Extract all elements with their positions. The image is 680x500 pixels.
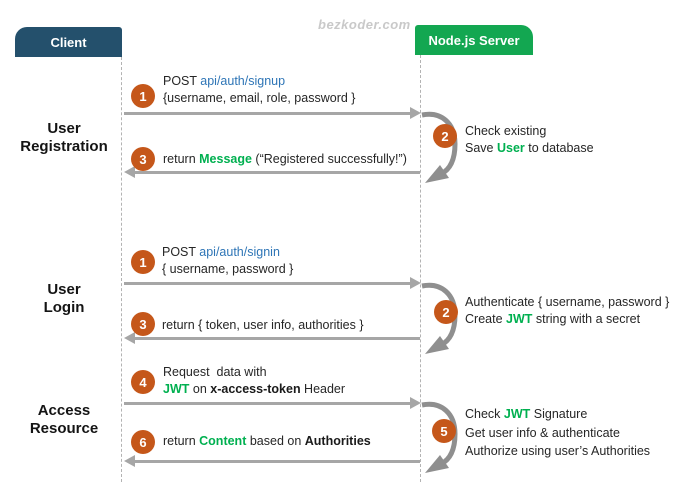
keyword-jwt: JWT (503, 407, 531, 421)
text-fragment: on (189, 382, 211, 396)
registration-server-action: Check existing Save User to database (465, 123, 594, 157)
login-request-message: POST api/auth/signin { username, passwor… (162, 244, 293, 278)
text-fragment: return (163, 434, 200, 448)
flow-label-access-resource: Access Resource (6, 402, 122, 438)
flow-label-line2: Login (43, 299, 85, 316)
flow-label-line1: User (47, 120, 81, 137)
message-line: POST api/auth/signup (163, 73, 355, 90)
client-lifeline (121, 57, 122, 482)
text-fragment: return (163, 152, 200, 166)
registration-server-loop-arrow (421, 111, 458, 183)
server-action-line: Check existing (465, 124, 547, 138)
server-action-line: Save User to database (465, 140, 594, 157)
http-method: POST (162, 245, 200, 259)
text-fragment: string with a secret (532, 312, 641, 326)
registration-request-arrow (124, 107, 421, 119)
endpoint-link: api/auth/signin (199, 245, 280, 259)
access-response-arrow (124, 455, 420, 467)
text-fragment: Create (465, 312, 506, 326)
actor-client: Client (15, 27, 122, 57)
registration-response-message: return Message (“Registered successfully… (163, 151, 407, 168)
registration-step-3-badge: 3 (131, 147, 155, 171)
login-step-2-badge: 2 (434, 300, 458, 324)
keyword-jwt: JWT (506, 312, 533, 326)
text-fragment: Save (465, 141, 497, 155)
registration-step-1-badge: 1 (131, 84, 155, 108)
endpoint-link: api/auth/signup (200, 74, 286, 88)
registration-request-message: POST api/auth/signup {username, email, r… (163, 73, 355, 107)
login-request-arrow (124, 277, 421, 289)
login-response-message: return { token, user info, authorities } (162, 317, 364, 334)
actor-server: Node.js Server (415, 25, 533, 55)
login-step-1-badge: 1 (131, 250, 155, 274)
message-line: JWT on x-access-token Header (163, 381, 345, 398)
flow-label-user-registration: User Registration (6, 120, 122, 156)
server-lifeline (420, 55, 421, 482)
actor-client-label: Client (50, 34, 87, 50)
server-action-line: Create JWT string with a secret (465, 311, 669, 328)
flow-label-line2: Registration (20, 138, 108, 155)
access-step-4-badge: 4 (131, 370, 155, 394)
keyword-message: Message (199, 152, 252, 166)
text-fragment: Check (465, 407, 504, 421)
server-action-line: Authorize using user’s Authorities (465, 444, 651, 458)
flow-label-user-login: User Login (6, 281, 122, 317)
text-fragment: Signature (530, 407, 588, 421)
request-payload: { username, password } (162, 262, 294, 276)
message-line: return Message (“Registered successfully… (163, 151, 407, 168)
access-request-message: Request data with JWT on x-access-token … (163, 364, 345, 398)
login-response-arrow (124, 332, 420, 344)
server-action-line: Authenticate { username, password } (465, 295, 670, 309)
registration-response-arrow (124, 166, 420, 178)
actor-server-label: Node.js Server (428, 32, 520, 48)
keyword-authorities: Authorities (304, 434, 371, 448)
access-request-arrow (124, 397, 421, 409)
request-payload: {username, email, role, password } (163, 91, 356, 105)
keyword-jwt: JWT (163, 382, 190, 396)
flow-label-line1: User (47, 281, 81, 298)
server-action-line: Get user info & authenticate (465, 425, 620, 440)
text-fragment: to database (524, 141, 594, 155)
flow-label-line2: Resource (29, 420, 99, 437)
keyword-user: User (496, 141, 525, 155)
login-server-action: Authenticate { username, password } Crea… (465, 294, 669, 328)
watermark: bezkoder.com (318, 17, 411, 32)
text-fragment: Header (300, 382, 346, 396)
flow-label-line1: Access (37, 402, 91, 419)
keyword-content: Content (199, 434, 247, 448)
access-response-message: return Content based on Authorities (163, 433, 371, 450)
text-fragment: based on (246, 434, 305, 448)
message-line: POST api/auth/signin (162, 244, 293, 261)
header-name: x-access-token (210, 382, 301, 396)
access-step-5-badge: 5 (432, 419, 456, 443)
access-step-6-badge: 6 (131, 430, 155, 454)
message-line: return Content based on Authorities (163, 433, 371, 450)
server-action-line: Check JWT Signature (465, 405, 650, 424)
text-fragment: (“Registered successfully!”) (251, 152, 407, 166)
message-line: Request data with (163, 365, 267, 379)
message-line: return { token, user info, authorities } (162, 318, 364, 332)
access-server-action: Check JWT Signature Get user info & auth… (465, 405, 650, 461)
registration-step-2-badge: 2 (433, 124, 457, 148)
http-method: POST (163, 74, 201, 88)
login-step-3-badge: 3 (131, 312, 155, 336)
